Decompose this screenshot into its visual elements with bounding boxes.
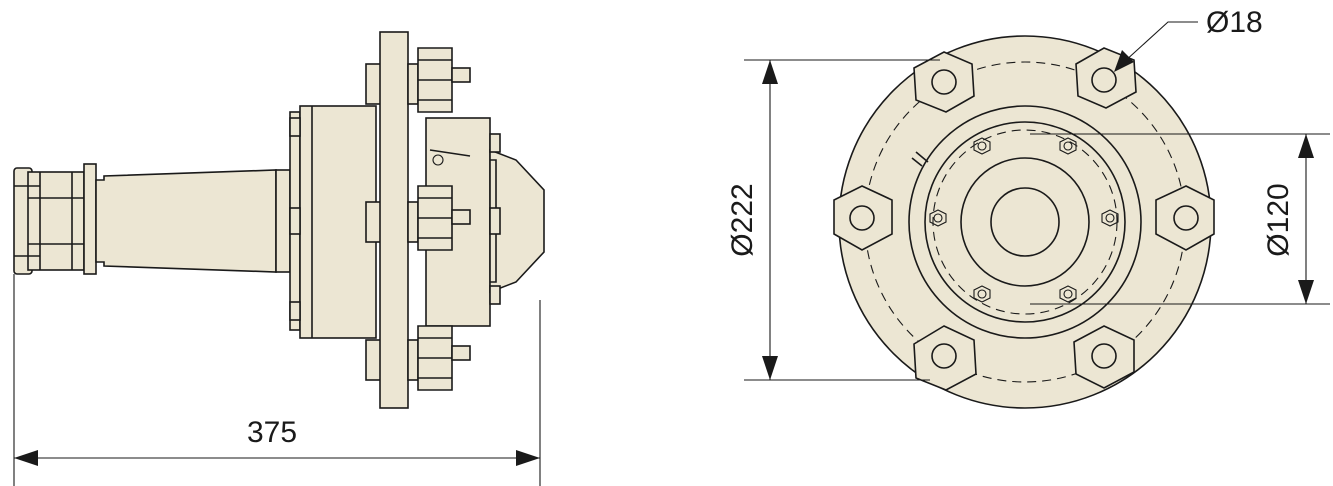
end-nut-slot — [14, 185, 40, 257]
d222-extension-lines — [744, 59, 940, 381]
front-view: Ø222 Ø120 Ø18 — [726, 6, 1330, 409]
hub-body-line — [429, 149, 471, 157]
length-extension-lines — [13, 274, 541, 486]
housing-bolt-mid — [289, 207, 301, 235]
front-hub-boss — [960, 157, 1090, 287]
length-arrow-left — [14, 450, 38, 466]
d120-extension-lines — [1030, 133, 1330, 305]
d222-arrow-bottom — [762, 356, 778, 380]
end-nut-body — [27, 171, 85, 271]
front-inner-ring — [908, 105, 1142, 339]
front-grease-nipple — [911, 151, 929, 167]
length-arrow-right — [516, 450, 540, 466]
bolt-hole-diameter-label: Ø18 — [1206, 6, 1263, 39]
end-nut — [13, 167, 85, 275]
front-nut-left — [833, 185, 893, 251]
front-nut-right — [1155, 185, 1215, 251]
cone-bolt-mid — [489, 207, 501, 235]
tapered-shaft — [95, 169, 277, 273]
overall-length-label: 375 — [247, 416, 297, 449]
d120-arrow-bottom — [1298, 280, 1314, 304]
main-flange — [379, 31, 409, 409]
d18-leader-line — [1123, 21, 1198, 63]
front-nut-bottom-left — [913, 325, 977, 391]
flange-spacer-top — [407, 63, 419, 105]
flange-nut-top — [417, 47, 471, 113]
front-nut-top-left — [913, 51, 975, 113]
shaft-washer — [83, 163, 97, 275]
flange-spacer-mid — [407, 201, 419, 243]
housing-step — [275, 169, 291, 273]
grease-nipple-side — [432, 154, 444, 166]
flange-spacer-bottom — [407, 339, 419, 381]
housing-bolt-top — [289, 117, 301, 137]
cone-bolt-top — [489, 133, 501, 153]
d18-arrow — [1114, 50, 1134, 72]
side-view: 375 — [13, 31, 545, 486]
cone-bolt-bottom — [489, 285, 501, 305]
flange-nut-bottom — [417, 325, 471, 391]
flange-diameter-label: Ø222 — [726, 183, 759, 256]
end-nut-edges — [28, 172, 84, 270]
front-bore — [990, 187, 1060, 257]
d222-arrow-top — [762, 60, 778, 84]
flange-nut-mid — [417, 185, 471, 251]
housing-bolt-bottom — [289, 301, 301, 321]
front-nut-bottom-right — [1073, 325, 1135, 389]
front-hub-ring — [924, 121, 1126, 323]
bolt-circle-diameter-label: Ø120 — [1262, 183, 1295, 256]
d120-arrow-top — [1298, 134, 1314, 158]
front-small-bolts — [929, 137, 1119, 303]
